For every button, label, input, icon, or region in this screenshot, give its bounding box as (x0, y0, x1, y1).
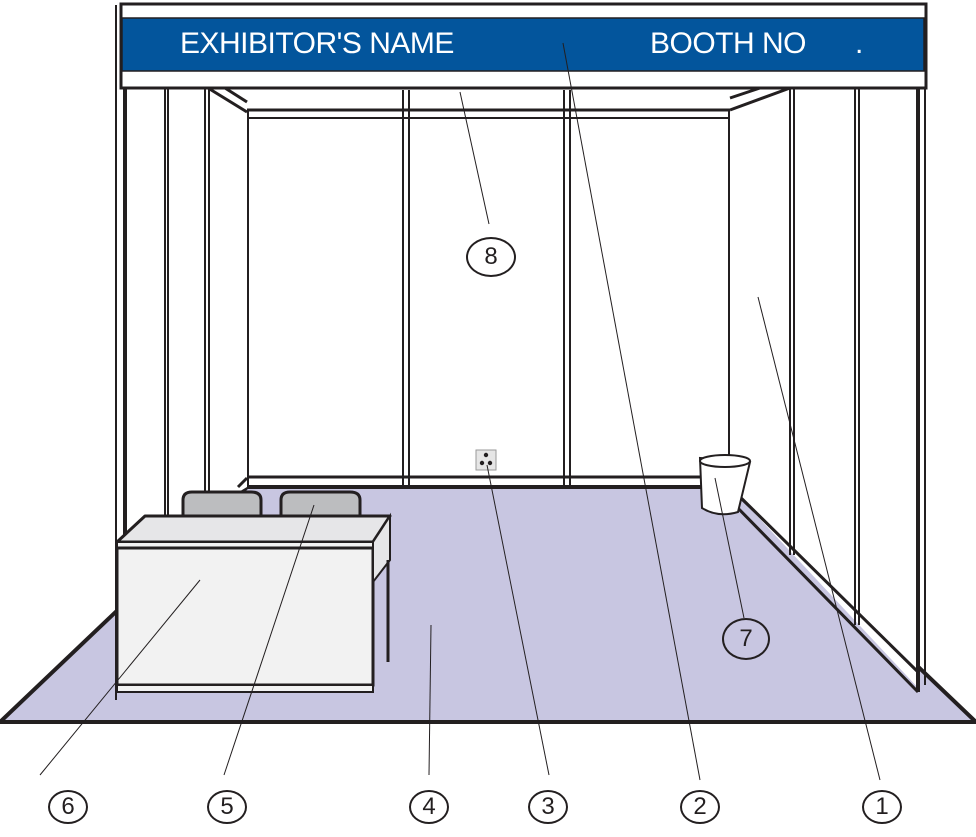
booth-number-label: BOOTH NO (650, 27, 807, 60)
callout-7: 7 (722, 618, 770, 660)
waste-bin-icon (698, 454, 752, 516)
callout-1: 1 (862, 790, 902, 824)
callout-6: 6 (48, 790, 88, 824)
callout-8: 8 (466, 237, 516, 277)
left-side-wall (125, 88, 247, 560)
callout-4: 4 (409, 790, 449, 824)
leader-lines (39, 42, 881, 781)
callout-5: 5 (207, 790, 247, 824)
chair-icon (181, 490, 362, 520)
back-wall (247, 110, 730, 487)
booth-number-value: . (855, 27, 863, 60)
callout-2: 2 (680, 790, 720, 824)
exhibitor-name-label: EXHIBITOR'S NAME (180, 27, 454, 60)
information-counter (115, 512, 392, 693)
callout-3: 3 (528, 790, 568, 824)
right-side-wall (730, 88, 920, 690)
fascia-board (121, 17, 925, 72)
power-socket-icon (475, 449, 497, 471)
